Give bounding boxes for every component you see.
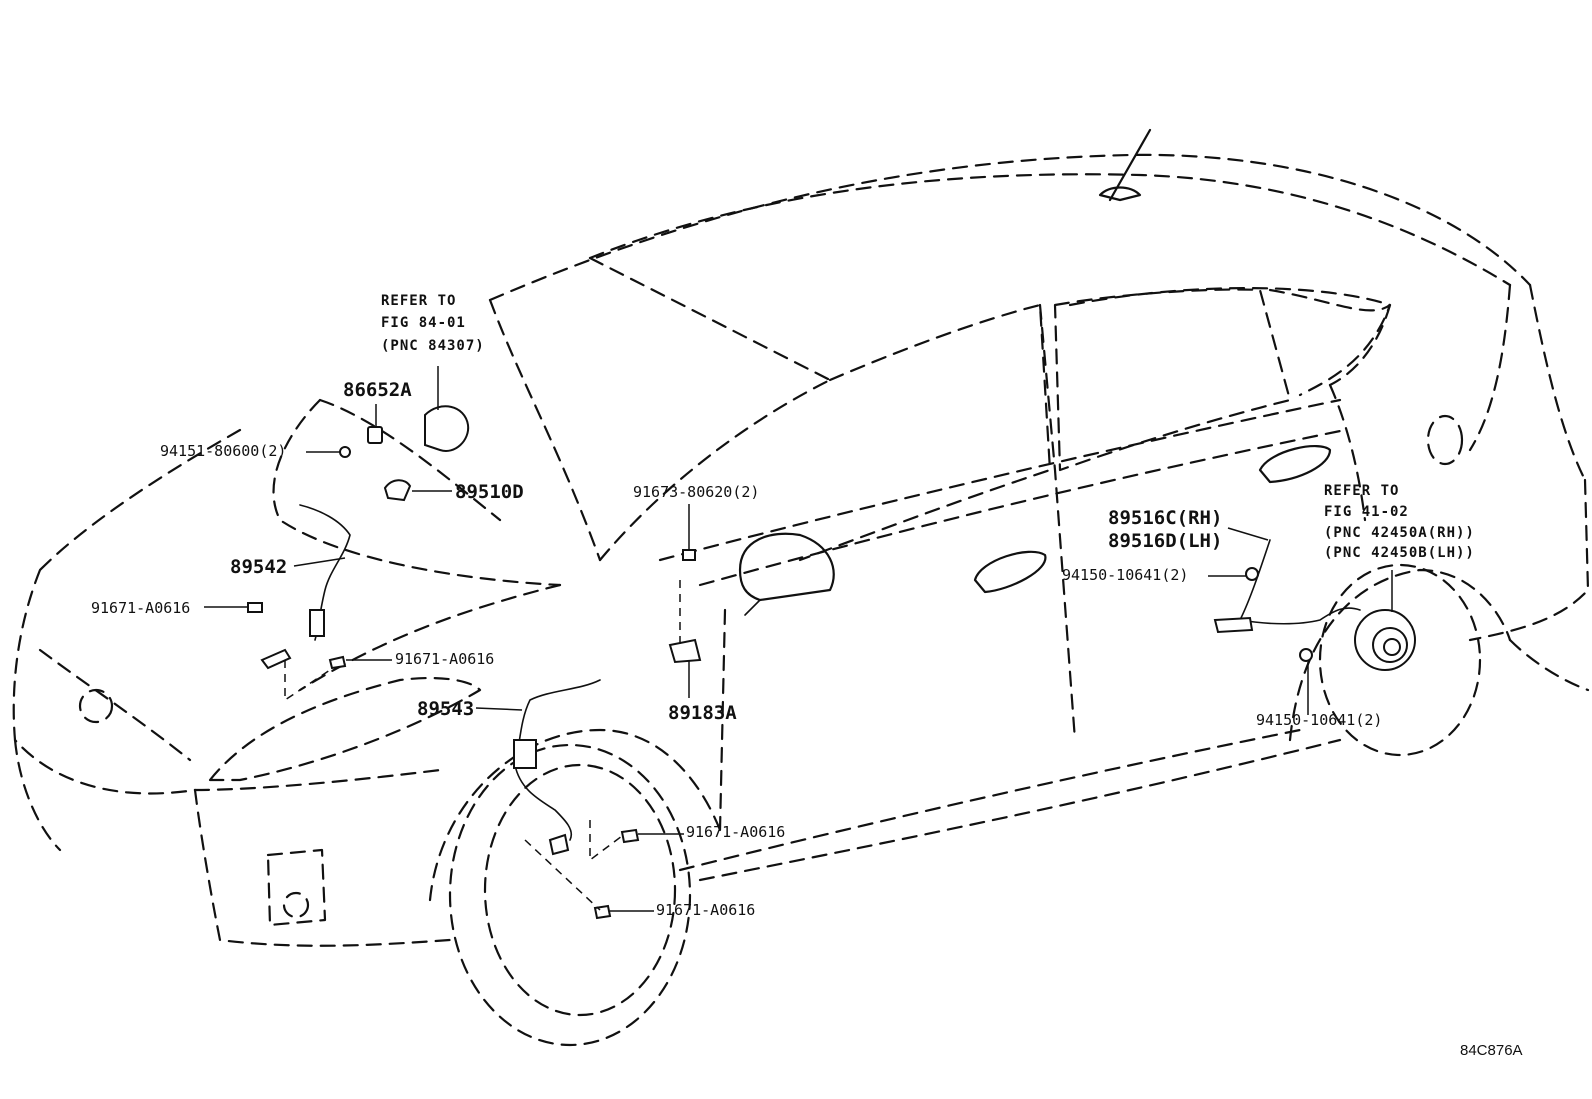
bolt-91671-b-shape bbox=[328, 655, 347, 670]
clip-91673-shape bbox=[682, 549, 696, 561]
bolt-91671-c-shape bbox=[620, 828, 640, 844]
figure-id: 84C876A bbox=[1460, 1042, 1523, 1059]
part-label-89183a[interactable]: 89183A bbox=[668, 702, 737, 724]
part-label-94150-a[interactable]: 94150-10641(2) bbox=[1062, 566, 1189, 584]
part-label-89516d[interactable]: 89516D(LH) bbox=[1108, 530, 1223, 552]
clip-86652a-shape bbox=[367, 426, 383, 444]
refer-note-41-line4: (PNC 42450B(LH)) bbox=[1324, 545, 1475, 561]
bracket-89543 bbox=[513, 739, 537, 769]
yaw-sensor-shape bbox=[424, 405, 470, 452]
bracket-89516 bbox=[1213, 616, 1254, 634]
part-label-91671-d[interactable]: 91671-A0616 bbox=[656, 901, 756, 919]
nut-94150-a-shape bbox=[1245, 567, 1259, 581]
refer-note-41-line1: REFER TO bbox=[1324, 483, 1400, 499]
part-label-89516c[interactable]: 89516C(RH) bbox=[1108, 507, 1223, 529]
refer-note-41-line2: FIG 41-02 bbox=[1324, 504, 1409, 520]
bracket-89542 bbox=[309, 609, 325, 637]
refer-note-84-line3: (PNC 84307) bbox=[381, 338, 485, 354]
part-label-89543[interactable]: 89543 bbox=[417, 698, 475, 720]
part-label-91671-b[interactable]: 91671-A0616 bbox=[395, 650, 495, 668]
bracket-89183a-shape bbox=[668, 638, 702, 664]
parts-drawings bbox=[247, 405, 1416, 920]
refer-note-84-line1: REFER TO bbox=[381, 293, 457, 309]
car-solid-details bbox=[738, 128, 1332, 616]
sensor-89542-tip bbox=[260, 648, 292, 670]
car-body-outline bbox=[12, 153, 1590, 1047]
sensor-89543-tip bbox=[548, 833, 570, 856]
part-label-89510d[interactable]: 89510D bbox=[455, 481, 524, 503]
part-label-91671-a[interactable]: 91671-A0616 bbox=[91, 599, 191, 617]
part-label-89542[interactable]: 89542 bbox=[230, 556, 288, 578]
refer-note-84-line2: FIG 84-01 bbox=[381, 315, 466, 331]
nut-94150-b-shape bbox=[1299, 648, 1313, 662]
leader-lines bbox=[204, 366, 1393, 912]
bolt-91671-a-shape bbox=[247, 602, 263, 613]
sensor-89510d-shape bbox=[383, 479, 412, 502]
refer-note-41-line3: (PNC 42450A(RH)) bbox=[1324, 525, 1475, 541]
nut-94151-shape bbox=[339, 446, 351, 458]
part-label-91673[interactable]: 91673-80620(2) bbox=[633, 483, 760, 501]
part-label-91671-c[interactable]: 91671-A0616 bbox=[686, 823, 786, 841]
part-label-94150-b[interactable]: 94150-10641(2) bbox=[1256, 711, 1383, 729]
part-label-86652a[interactable]: 86652A bbox=[343, 379, 412, 401]
wire-89516-shape bbox=[1239, 539, 1361, 625]
part-label-94151[interactable]: 94151-80600(2) bbox=[160, 442, 287, 460]
